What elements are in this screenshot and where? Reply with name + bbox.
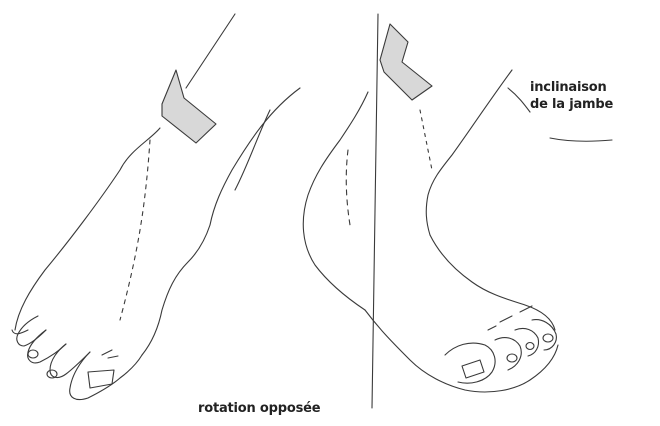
right-big-toenail [462,360,484,378]
left-toenail-3 [28,350,38,358]
right-sole [365,310,558,392]
right-toenail-4 [543,334,553,342]
left-big-toe [70,352,142,400]
right-toenail-2 [507,354,517,362]
right-toe-3 [515,328,539,356]
right-ankle-dashes [420,110,432,170]
left-leg-back [210,88,300,225]
left-tibia-line [186,14,235,88]
right-medial-curve [346,150,350,225]
right-bone-section [380,24,432,100]
leg-tilt-label-line1: inclinaison [530,79,613,96]
right-foot-drawing [303,14,612,408]
left-instep [142,225,210,355]
right-instep [430,235,555,330]
left-tendon [120,140,150,320]
right-toe-2 [495,338,521,370]
right-leg-front [303,92,368,310]
right-toe-creases [488,306,532,330]
lean-label-underline [550,138,612,141]
lean-leader-line [508,88,530,112]
leg-tilt-label: inclinaison de la jambe [530,79,613,113]
leg-tilt-label-line2: de la jambe [530,96,613,113]
left-toe-4 [17,316,46,346]
left-bone-section [162,70,216,143]
right-toenail-3 [526,343,534,350]
opposite-rotation-label: rotation opposée [198,400,320,417]
left-toe-crease [102,350,118,358]
left-heel-curve [235,110,270,190]
left-toenail-2 [47,370,57,378]
left-shin-front [15,128,160,330]
left-toe-2 [50,344,90,377]
right-leg-back [426,70,512,235]
rotation-axis-line [372,14,378,408]
left-foot-drawing [12,14,300,400]
